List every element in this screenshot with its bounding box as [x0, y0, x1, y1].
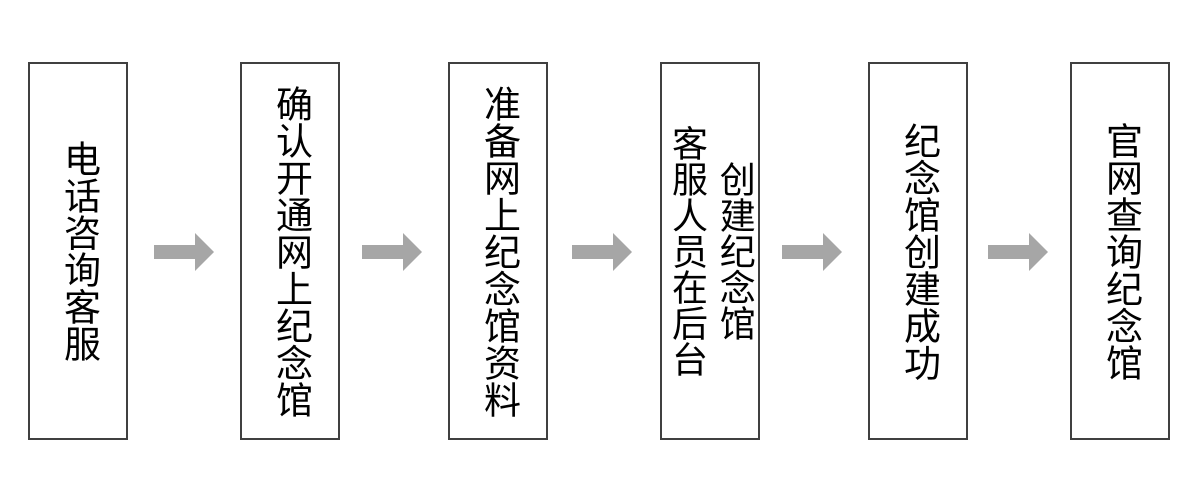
- node-label-column: 确认开通网上纪念馆: [269, 84, 313, 418]
- arrow-node4-to-node5: [782, 232, 842, 272]
- node-staff-create-memorial-hall-in-backend[interactable]: 创建纪念馆客服人员在后台: [660, 62, 760, 440]
- node-label-column: 官网查询纪念馆: [1099, 121, 1143, 381]
- arrow-node2-to-node3: [362, 232, 422, 272]
- node-label-column: 纪念馆创建成功: [897, 121, 941, 381]
- arrow-head-shape: [988, 233, 1048, 271]
- node-query-memorial-hall-on-official-site[interactable]: 官网查询纪念馆: [1070, 62, 1170, 440]
- arrow-head-shape: [362, 233, 422, 271]
- node-phone-consult-customer-service[interactable]: 电话咨询客服: [28, 62, 128, 440]
- arrow-head-shape: [572, 233, 632, 271]
- node-memorial-hall-created-successfully[interactable]: 纪念馆创建成功: [868, 62, 968, 440]
- node-label-column: 电话咨询客服: [57, 140, 101, 362]
- arrow-head-shape: [154, 233, 214, 271]
- node-prepare-online-memorial-hall-materials[interactable]: 准备网上纪念馆资料: [448, 62, 548, 440]
- node-label-column: 创建纪念馆: [713, 161, 755, 341]
- arrow-node5-to-node6: [988, 232, 1048, 272]
- node-label-column: 客服人员在后台: [666, 125, 707, 377]
- node-label-column: 准备网上纪念馆资料: [477, 84, 521, 418]
- arrow-head-shape: [782, 233, 842, 271]
- node-confirm-open-online-memorial-hall[interactable]: 确认开通网上纪念馆: [240, 62, 340, 440]
- arrow-node3-to-node4: [572, 232, 632, 272]
- arrow-node1-to-node2: [154, 232, 214, 272]
